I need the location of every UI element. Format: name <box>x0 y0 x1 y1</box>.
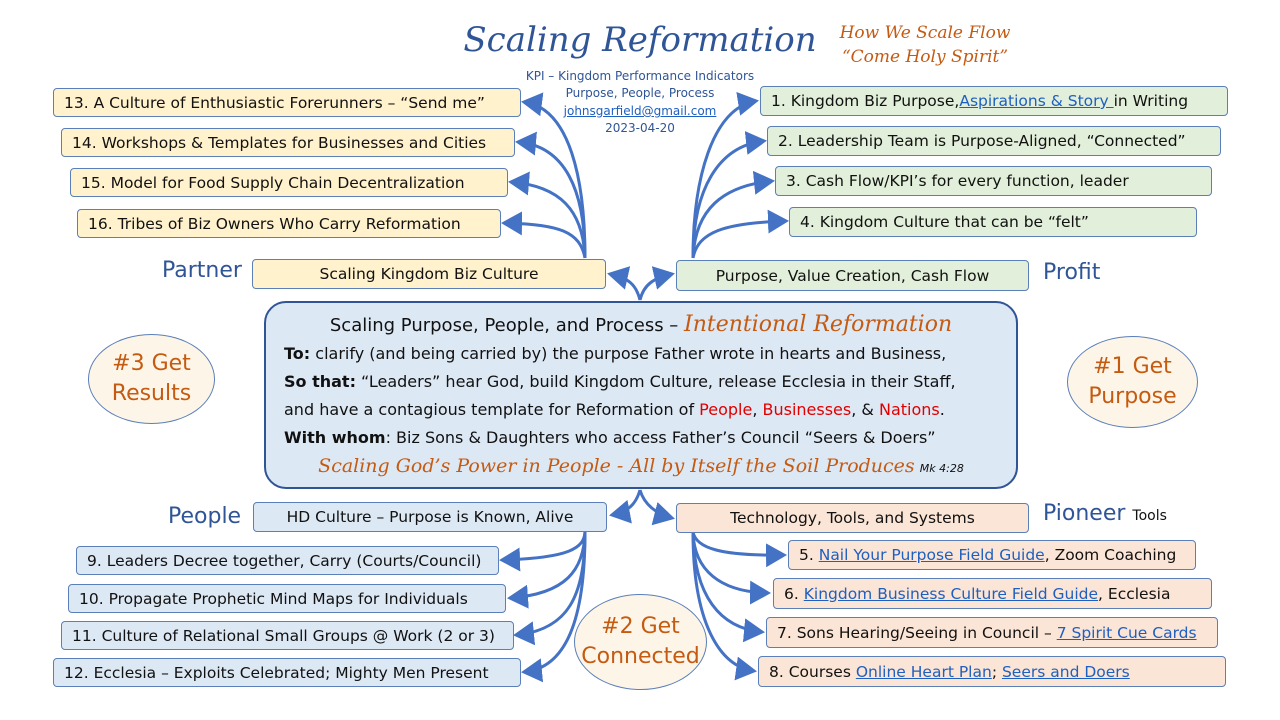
oval-connected-line1: #2 Get <box>601 614 680 639</box>
arrow-to-people-hub <box>609 489 642 524</box>
people-item-10: 10. Propagate Prophetic Mind Maps for In… <box>68 584 506 613</box>
ampersand: , & <box>851 400 879 419</box>
arrow-to-item-8 <box>691 531 757 681</box>
arrow-to-item-16 <box>501 211 587 259</box>
partner-item-13: 13. A Culture of Enthusiastic Forerunner… <box>53 88 521 117</box>
arrow-to-item-12 <box>521 531 587 683</box>
to-line: To: clarify (and being carried by) the p… <box>284 340 998 368</box>
oval-connected-line2: Connected <box>581 644 700 669</box>
item-5-number: 5. <box>799 546 819 564</box>
with-whom-text: : Biz Sons & Daughters who access Father… <box>385 428 936 447</box>
ppp-subtitle: Purpose, People, Process <box>565 86 715 100</box>
arrow-to-pioneer-hub <box>638 489 675 526</box>
center-footer: Scaling God’s Power in People - All by I… <box>284 452 998 483</box>
arrow-to-item-10 <box>507 531 587 609</box>
period: . <box>939 400 945 419</box>
pioneer-item-7: 7. Sons Hearing/Seeing in Council – 7 Sp… <box>766 617 1218 648</box>
mark-reference: Mk 4:28 <box>919 462 964 475</box>
with-whom-line: With whom: Biz Sons & Daughters who acce… <box>284 424 998 452</box>
partner-label: Partner <box>162 258 242 283</box>
arrow-to-profit-hub <box>638 266 675 301</box>
page-title: Scaling Reformation <box>463 20 817 60</box>
profit-item-2: 2. Leadership Team is Purpose-Aligned, “… <box>767 126 1221 156</box>
kingdom-culture-guide-link[interactable]: Kingdom Business Culture Field Guide <box>803 584 1099 603</box>
item-8-separator: ; <box>991 662 1002 681</box>
arrow-to-item-2 <box>691 131 767 259</box>
people-item-11: 11. Culture of Relational Small Groups @… <box>61 621 514 650</box>
oval-purpose-line2: Purpose <box>1088 384 1177 409</box>
arrow-to-item-5 <box>691 531 787 568</box>
item-6-number: 6. <box>784 584 804 603</box>
come-holy-spirit: “Come Holy Spirit” <box>841 47 1009 67</box>
oval-get-connected: #2 Get Connected <box>574 594 707 690</box>
word-nations: Nations <box>878 400 940 419</box>
central-statement-box: Scaling Purpose, People, and Process – I… <box>264 301 1018 489</box>
item-5-suffix: , Zoom Coaching <box>1044 546 1177 564</box>
scaling-gods-power: Scaling God’s Power in People - All by I… <box>318 455 915 477</box>
intentional-reformation: Intentional Reformation <box>684 312 953 337</box>
spirit-cue-cards-link[interactable]: 7 Spirit Cue Cards <box>1056 623 1197 642</box>
people-item-12: 12. Ecclesia – Exploits Celebrated; Migh… <box>53 658 521 687</box>
partner-item-14: 14. Workshops & Templates for Businesses… <box>61 128 515 157</box>
nail-your-purpose-link[interactable]: Nail Your Purpose Field Guide <box>818 546 1045 564</box>
so-that-text: “Leaders” hear God, build Kingdom Cultur… <box>355 372 956 391</box>
word-people: People <box>699 400 753 419</box>
kpi-subtitle: KPI – Kingdom Performance Indicators <box>525 69 755 83</box>
profit-item-1: 1. Kingdom Biz Purpose, Aspirations & St… <box>760 86 1228 116</box>
email-link-text[interactable]: johnsgarfield@gmail.com <box>563 104 717 118</box>
partner-item-15: 15. Model for Food Supply Chain Decentra… <box>70 168 508 197</box>
people-item-9: 9. Leaders Decree together, Carry (Court… <box>76 546 499 575</box>
pioneer-item-5: 5. Nail Your Purpose Field Guide, Zoom C… <box>788 540 1196 570</box>
pioneer-label-text: Pioneer <box>1043 501 1126 526</box>
tools-label: Tools <box>1132 508 1167 524</box>
profit-item-4: 4. Kingdom Culture that can be “felt” <box>789 207 1197 237</box>
item-6-suffix: , Ecclesia <box>1098 584 1171 603</box>
date-label: 2023-04-20 <box>605 121 675 135</box>
oval-get-results: #3 Get Results <box>88 334 215 424</box>
pioneer-label: Pioneer Tools <box>1043 501 1167 526</box>
arrow-to-item-9 <box>499 531 587 572</box>
arrow-to-item-15 <box>508 171 587 259</box>
arrow-to-item-6 <box>691 531 771 605</box>
arrow-to-partner-hub <box>607 266 642 301</box>
to-text: clarify (and being carried by) the purpo… <box>310 344 947 363</box>
arrow-to-item-14 <box>515 131 587 259</box>
so-that-line: So that: “Leaders” hear God, build Kingd… <box>284 368 998 396</box>
template-text: and have a contagious template for Refor… <box>284 400 700 419</box>
aspirations-story-link[interactable]: Aspirations & Story <box>959 92 1114 110</box>
online-heart-plan-link[interactable]: Online Heart Plan <box>855 662 992 681</box>
oval-results-line2: Results <box>111 381 192 406</box>
with-whom-label: With whom <box>284 428 386 447</box>
oval-results-line1: #3 Get <box>112 351 191 376</box>
oval-purpose-line1: #1 Get <box>1093 354 1172 379</box>
email-link[interactable]: johnsgarfield@gmail.com <box>490 104 790 119</box>
center-heading-text: Scaling Purpose, People, and Process – <box>329 315 685 336</box>
template-line: and have a contagious template for Refor… <box>284 396 998 424</box>
partner-item-16: 16. Tribes of Biz Owners Who Carry Refor… <box>77 209 501 238</box>
word-businesses: Businesses <box>762 400 852 419</box>
how-we-scale-title: How We Scale Flow <box>839 23 1011 43</box>
profit-label: Profit <box>1043 260 1101 285</box>
arrow-to-item-3 <box>691 170 775 259</box>
arrow-to-item-4 <box>691 209 789 259</box>
seers-and-doers-link[interactable]: Seers and Doers <box>1001 662 1130 681</box>
partner-hub: Scaling Kingdom Biz Culture <box>252 259 606 289</box>
item-8-text: 8. Courses <box>769 662 856 681</box>
pioneer-hub: Technology, Tools, and Systems <box>676 503 1029 533</box>
profit-hub: Purpose, Value Creation, Cash Flow <box>676 260 1029 291</box>
pioneer-item-6: 6. Kingdom Business Culture Field Guide,… <box>773 578 1212 609</box>
item-1-text: 1. Kingdom Biz Purpose, <box>771 92 960 110</box>
profit-item-3: 3. Cash Flow/KPI’s for every function, l… <box>775 166 1212 196</box>
oval-get-purpose: #1 Get Purpose <box>1067 336 1198 428</box>
pioneer-item-8: 8. Courses Online Heart Plan; Seers and … <box>758 656 1226 687</box>
to-label: To: <box>284 344 311 363</box>
comma: , <box>752 400 763 419</box>
people-label: People <box>168 504 242 529</box>
item-7-text: 7. Sons Hearing/Seeing in Council – <box>777 623 1057 642</box>
item-1-suffix: in Writing <box>1113 92 1189 110</box>
center-heading: Scaling Purpose, People, and Process – I… <box>284 311 998 340</box>
so-that-label: So that: <box>284 372 356 391</box>
people-hub: HD Culture – Purpose is Known, Alive <box>253 502 607 532</box>
